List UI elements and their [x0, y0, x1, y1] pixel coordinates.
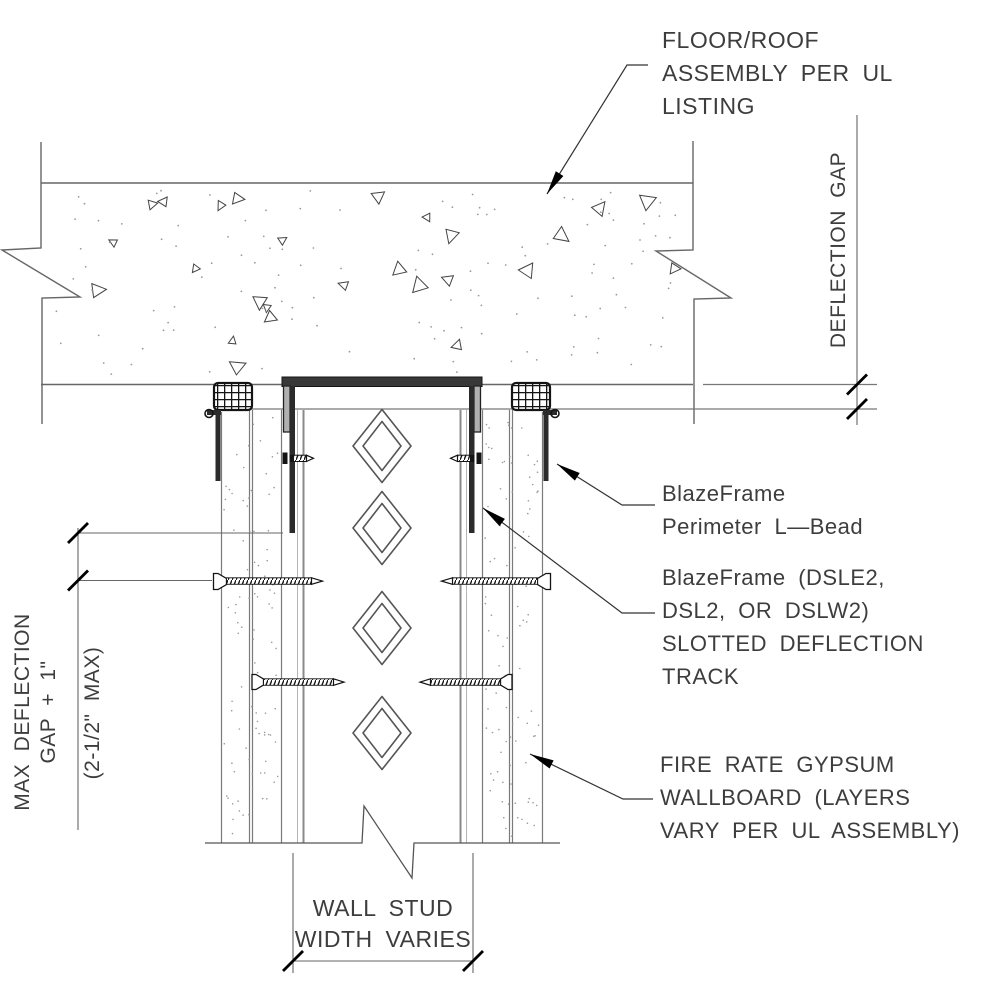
- label-line: (2-1/2" MAX): [81, 646, 104, 780]
- gypsum-wallboard-right: [481, 410, 544, 843]
- label-line: WALL STUD: [312, 895, 454, 921]
- wall-stud-width-dimension: [292, 853, 474, 973]
- label-line: TRACK: [662, 664, 740, 689]
- label-slotted-deflection-track: BlazeFrame (DSLE2, DSL2, OR DSLW2) SLOTT…: [662, 561, 924, 693]
- label-max-deflection-gap: MAX DEFLECTION GAP + 1": [10, 582, 62, 842]
- safing-insulation-left: [212, 381, 254, 412]
- label-line: DEFLECTION GAP: [827, 151, 850, 349]
- base-layer-screw-left: [251, 673, 347, 691]
- label-line: SLOTTED DEFLECTION: [662, 631, 924, 656]
- leader-arrowheads: [483, 171, 580, 769]
- label-line: WIDTH VARIES: [294, 926, 472, 952]
- dimension-tick-marks: [67, 373, 868, 972]
- label-wall-stud-width: WALL STUD WIDTH VARIES: [263, 893, 503, 955]
- label-max-deflection-parenthetical: (2-1/2" MAX): [81, 603, 105, 823]
- label-line: GAP + 1": [37, 660, 60, 764]
- label-fire-rated-gypsum: FIRE RATE GYPSUM WALLBOARD (LAYERS VARY …: [660, 748, 960, 847]
- label-line: DSL2, OR DSLW2): [662, 598, 870, 623]
- face-layer-screw-right: [439, 572, 552, 591]
- label-line: Perimeter L—Bead: [662, 514, 864, 539]
- label-perimeter-l-bead: BlazeFrame Perimeter L—Bead: [662, 477, 863, 543]
- wall-stud: [297, 410, 467, 843]
- safing-insulation-right: [510, 381, 552, 412]
- knockout-diamond: [352, 408, 412, 484]
- max-deflection-dimension: [77, 528, 283, 830]
- concrete-aggregate-texture: [55, 189, 684, 376]
- label-line: LISTING: [662, 93, 755, 119]
- label-line: MAX DEFLECTION: [11, 613, 34, 811]
- label-line: FIRE RATE GYPSUM: [660, 752, 895, 777]
- slotted-deflection-track: [281, 376, 483, 533]
- label-line: WALLBOARD (LAYERS: [660, 785, 911, 810]
- gypsum-wallboard-left: [220, 410, 283, 843]
- wall-break-line: [205, 804, 560, 880]
- break-line-right: [653, 141, 734, 424]
- knockout-diamond: [352, 590, 412, 666]
- label-floor-roof-assembly: FLOOR/ROOF ASSEMBLY PER UL LISTING: [662, 24, 893, 123]
- track-slot-screw-left: [282, 452, 315, 464]
- label-line: FLOOR/ROOF: [662, 27, 820, 53]
- break-line-left: [0, 142, 83, 424]
- gypsum-stipple-texture: [223, 416, 540, 837]
- leader-l-bead: [556, 463, 655, 506]
- face-layer-screw-left: [212, 572, 325, 591]
- base-layer-screw-right: [417, 673, 513, 691]
- leader-lines: [482, 64, 655, 800]
- knockout-diamond: [352, 490, 412, 566]
- label-line: BlazeFrame (DSLE2,: [662, 565, 885, 590]
- leader-gypsum: [529, 753, 653, 800]
- knockout-diamond: [352, 695, 412, 771]
- track-slot-screw-right: [449, 452, 482, 464]
- floor-slab-section: [0, 141, 734, 424]
- label-line: ASSEMBLY PER UL: [662, 60, 893, 86]
- leader-floor-roof: [546, 64, 648, 195]
- leader-track: [482, 507, 655, 614]
- label-line: BlazeFrame: [662, 481, 786, 506]
- perimeter-l-bead-right: [543, 408, 560, 481]
- stud-knockout-diamonds: [352, 408, 412, 771]
- perimeter-l-bead-left: [204, 408, 221, 481]
- label-deflection-gap: DEFLECTION GAP: [822, 115, 850, 385]
- label-line: VARY PER UL ASSEMBLY): [660, 818, 960, 843]
